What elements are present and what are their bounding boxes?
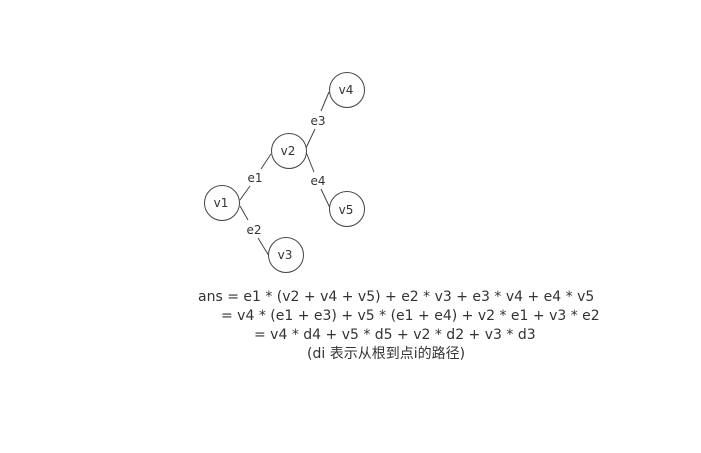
node-v4-circle xyxy=(329,72,365,108)
formula-line-2: = v4 * (e1 + e3) + v5 * (e1 + e4) + v2 *… xyxy=(221,308,600,324)
node-v5-circle xyxy=(329,191,365,227)
edge-e3-line-lower xyxy=(305,128,316,149)
node-v1-circle xyxy=(204,185,240,221)
formula-line-1: ans = e1 * (v2 + v4 + v5) + e2 * v3 + e3… xyxy=(198,289,595,305)
edge-e4-line-upper xyxy=(305,151,315,173)
node-v2-label: v2 xyxy=(281,144,296,158)
node-v5-label: v5 xyxy=(339,203,354,217)
edge-e1: e1 xyxy=(239,153,272,201)
formula-note: (di 表示从根到点i的路径) xyxy=(307,346,466,362)
node-v3: v3 xyxy=(268,237,304,273)
edge-e3-line-upper xyxy=(320,91,330,112)
node-v2-circle xyxy=(271,133,307,169)
node-v4: v4 xyxy=(329,72,365,108)
node-v1: v1 xyxy=(204,185,240,221)
edge-e1-line-lower xyxy=(239,185,251,201)
edge-e3-label: e3 xyxy=(310,114,325,128)
formula-line-3: = v4 * d4 + v5 * d5 + v2 * d2 + v3 * d3 xyxy=(254,327,536,343)
node-v3-label: v3 xyxy=(278,248,293,262)
edge-e4-line-lower xyxy=(320,188,331,209)
edge-e4: e4 xyxy=(305,151,331,209)
edge-e2: e2 xyxy=(239,205,270,257)
node-v1-label: v1 xyxy=(214,196,229,210)
edge-e4-label: e4 xyxy=(310,174,325,188)
edge-e2-line-lower xyxy=(257,237,270,257)
edge-e3: e3 xyxy=(305,91,330,149)
node-v5: v5 xyxy=(329,191,365,227)
edge-e1-label: e1 xyxy=(247,171,262,185)
edge-e2-line-upper xyxy=(239,205,249,221)
edge-e2-label: e2 xyxy=(246,223,261,237)
node-v4-label: v4 xyxy=(339,83,354,97)
edge-e1-line-upper xyxy=(260,153,272,170)
node-v3-circle xyxy=(268,237,304,273)
node-v2: v2 xyxy=(271,133,307,169)
